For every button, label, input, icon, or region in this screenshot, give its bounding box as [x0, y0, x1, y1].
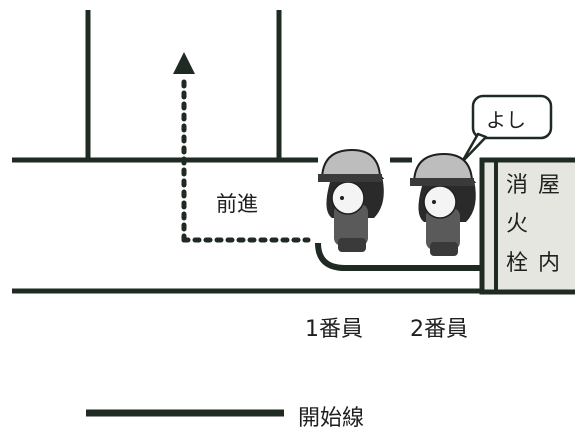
- member-1-label: 1番員: [305, 317, 363, 342]
- member-1-legs: [338, 238, 366, 252]
- member-2-body: [426, 208, 460, 250]
- member-1-face: [331, 181, 365, 215]
- hydrant-char-3: 火: [506, 212, 529, 237]
- start-line: [315, 242, 488, 271]
- hydrant-char-2: 屋: [538, 173, 561, 198]
- advance-label: 前進: [216, 192, 258, 216]
- member-1-eye: [340, 196, 344, 200]
- speech-bubble-box: [471, 94, 553, 140]
- firefighter-member-1: [317, 148, 385, 252]
- speech-bubble: [460, 94, 553, 164]
- member-1-body: [334, 204, 368, 246]
- hydrant-char-4: 栓: [506, 251, 529, 276]
- legend-label: 開始線: [298, 406, 365, 431]
- member-2-eye: [432, 200, 436, 204]
- advance-dotted-path: [181, 77, 311, 243]
- speech-bubble-tail: [460, 132, 488, 164]
- firefighter-member-2: [409, 152, 477, 256]
- member-2-face: [423, 185, 457, 219]
- member-2-helmet-band: [410, 178, 474, 186]
- member-1-helmet-band: [318, 174, 382, 182]
- hydrant-char-1: 消: [506, 173, 529, 198]
- member-2-legs: [430, 242, 458, 256]
- hydrant-char-5: 内: [538, 251, 561, 276]
- advance-arrow-head: [173, 52, 195, 74]
- speech-bubble-text: よし: [486, 108, 526, 132]
- member-2-label: 2番員: [410, 317, 468, 342]
